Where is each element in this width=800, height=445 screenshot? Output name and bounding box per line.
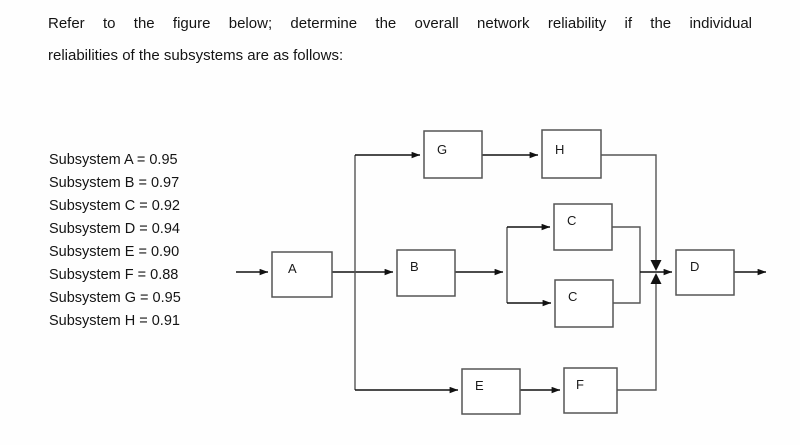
question-line-1: Refer to the figure below; determine the… — [48, 15, 752, 32]
block-f[interactable] — [563, 367, 618, 414]
subsystem-row-f: Subsystem F = 0.88 — [49, 267, 179, 283]
block-h-label: H — [555, 142, 564, 157]
block-e-label: E — [475, 378, 484, 393]
block-d-label: D — [690, 259, 699, 274]
block-c-upper-label: C — [567, 213, 576, 228]
block-c-lower[interactable] — [554, 279, 614, 328]
edge-h-to-merge — [601, 154, 657, 262]
question-line-2: reliabilities of the subsystems are as f… — [48, 47, 344, 64]
subsystem-row-b: Subsystem B = 0.97 — [49, 175, 180, 191]
block-a-label: A — [288, 261, 297, 276]
block-d[interactable] — [675, 249, 735, 296]
edge-c-lower-to-merge — [612, 272, 641, 304]
subsystem-row-c: Subsystem C = 0.92 — [49, 198, 180, 214]
question-text: Refer to the figure below; determine the… — [48, 8, 752, 72]
subsystem-reliability-list: Subsystem A = 0.95 Subsystem B = 0.97 Su… — [49, 149, 181, 333]
block-g[interactable] — [423, 130, 483, 179]
subsystem-row-g: Subsystem G = 0.95 — [49, 290, 181, 306]
block-e[interactable] — [461, 368, 521, 415]
block-f-label: F — [576, 377, 584, 392]
block-c-lower-label: C — [568, 289, 577, 304]
merge-arrow-down — [650, 260, 662, 271]
subsystem-row-d: Subsystem D = 0.94 — [49, 221, 180, 237]
block-b-label: B — [410, 259, 419, 274]
merge-node — [650, 260, 662, 284]
block-g-label: G — [437, 142, 447, 157]
edge-c-upper-to-merge — [612, 226, 641, 272]
subsystem-row-h: Subsystem H = 0.91 — [49, 313, 180, 329]
merge-arrow-up — [650, 273, 662, 284]
edge-f-to-merge — [617, 282, 657, 391]
block-a[interactable] — [271, 251, 333, 298]
block-b[interactable] — [396, 249, 456, 297]
block-h[interactable] — [541, 129, 602, 179]
subsystem-row-a: Subsystem A = 0.95 — [49, 152, 178, 168]
subsystem-row-e: Subsystem E = 0.90 — [49, 244, 180, 260]
block-c-upper[interactable] — [553, 203, 613, 251]
